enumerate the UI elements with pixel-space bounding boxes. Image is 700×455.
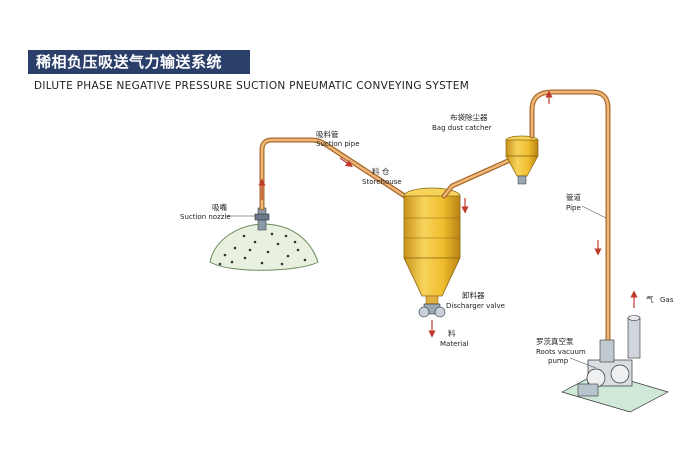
label-material-en: Material [440,340,468,348]
leader-roots-pump [569,357,597,369]
storehouse [403,187,461,305]
label-suction-nozzle-zh: 吸嘴 [212,202,227,212]
label-gas-en: Gas [660,296,674,304]
label-bag-dust-catcher-en: Bag dust catcher [432,124,492,132]
label-pipe-en: Pipe [566,204,581,212]
label-pipe-zh: 管道 [566,192,581,202]
bag-dust-catcher [505,135,539,185]
leader-pipe [581,205,607,219]
label-suction-pipe-zh: 吸料管 [316,129,339,139]
label-bag-dust-catcher-zh: 布袋除尘器 [450,112,488,122]
storehouse-to-catcher-pipe [441,157,513,199]
diagram-subtitle: DILUTE PHASE NEGATIVE PRESSURE SUCTION P… [34,80,470,92]
label-storehouse-zh: 料 仓 [372,166,390,176]
label-material-zh: 料 [448,328,456,338]
label-roots-pump-en2: pump [548,357,569,365]
label-roots-pump-en1: Roots vacuum [536,348,586,356]
label-roots-pump-zh: 罗茨真空泵 [536,336,574,346]
discharger-valve [418,303,446,318]
label-suction-pipe-en: Suction pipe [316,140,360,148]
label-storehouse-en: Storehouse [362,178,402,186]
material-pile [209,223,319,271]
label-gas-zh: 气 [646,294,654,304]
suction-pipe [259,137,423,211]
suction-nozzle [254,207,270,231]
label-suction-nozzle-en: Suction nozzle [180,213,231,221]
main-pipe [529,89,611,343]
diagram-title: 稀相负压吸送气力输送系统 [28,50,250,74]
label-discharger-valve-en: Discharger valve [446,302,505,310]
label-discharger-valve-zh: 卸料器 [462,290,485,300]
flow-arrow-suction [339,157,353,168]
roots-vacuum-pump [561,315,669,413]
